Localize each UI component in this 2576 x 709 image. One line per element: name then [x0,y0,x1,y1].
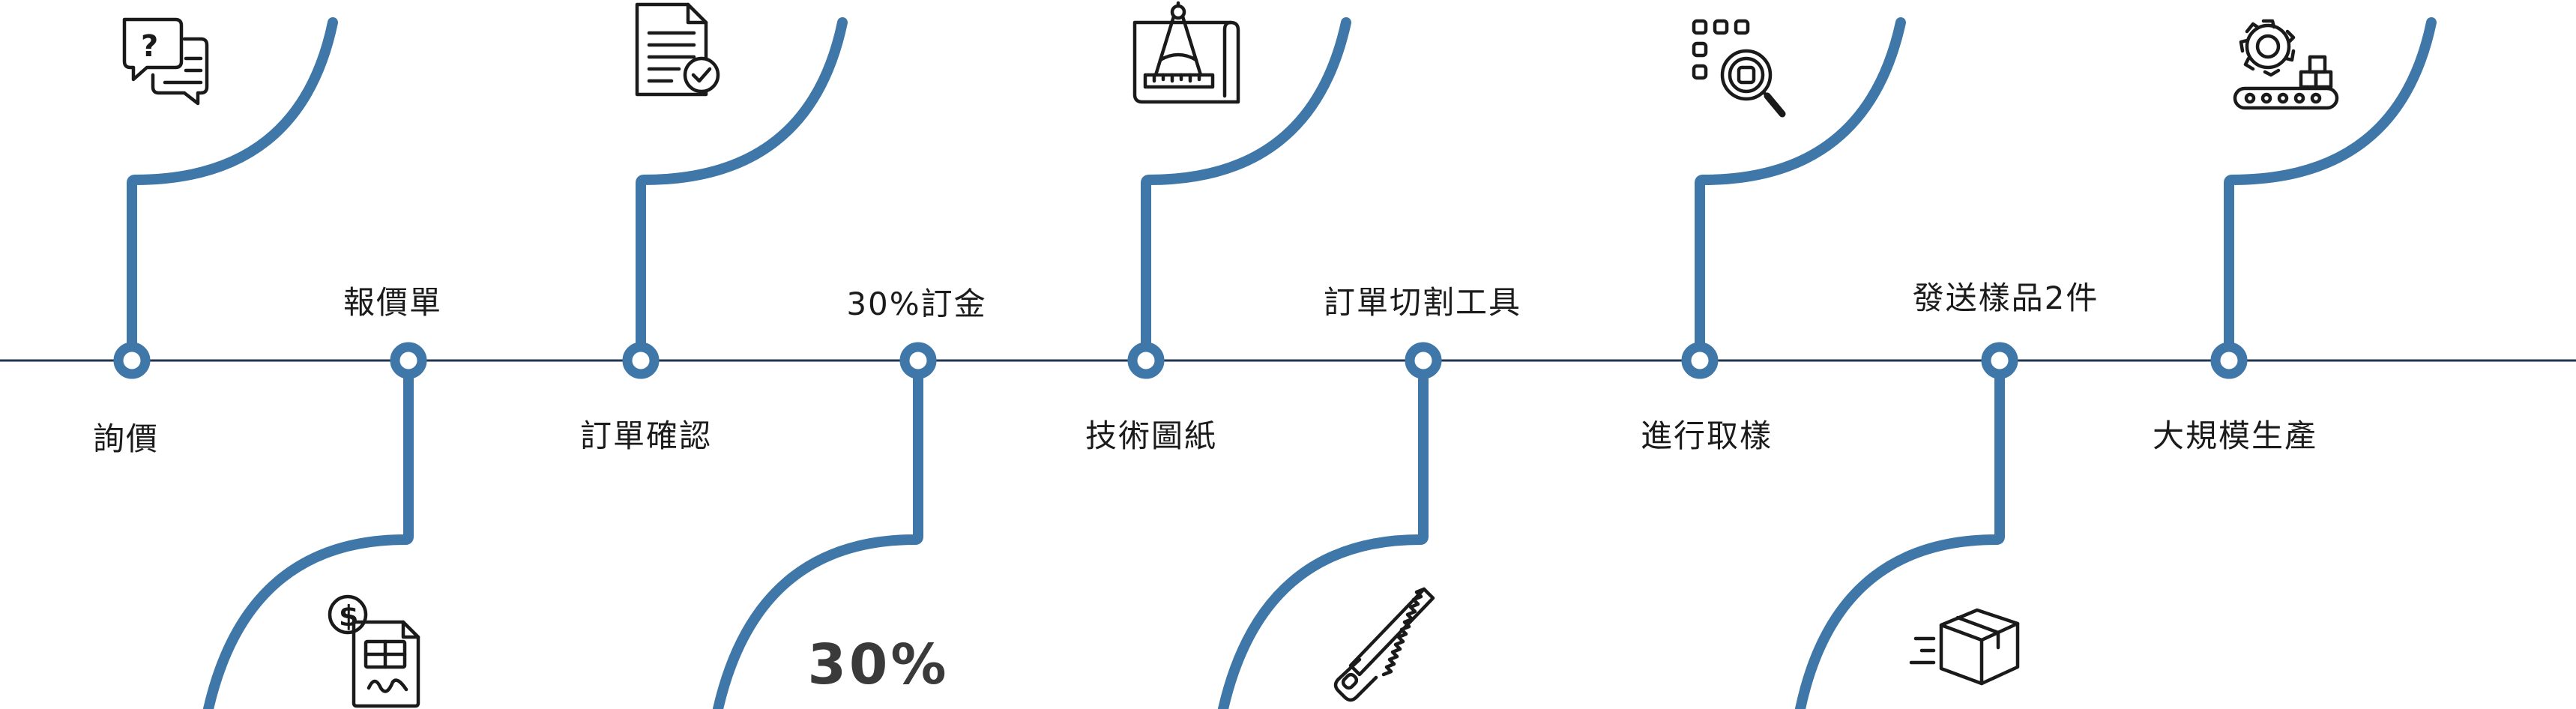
blueprint-compass-icon [1132,1,1240,104]
step-9-label: 大規模生產 [2153,417,2317,454]
step-6-node [1405,342,1442,379]
step-1-branch [127,17,338,366]
production-gear-icon [2233,19,2339,110]
step-1: 詢價 ? [93,17,338,457]
step-6: 訂單切割工具 [1218,284,1521,709]
step-6-branch [1218,355,1429,709]
step-3-node [622,342,660,379]
step-1-label: 詢價 [93,420,159,457]
shipping-box-icon [1909,608,2020,686]
step-9-branch [2224,17,2437,366]
step-6-label: 訂單切割工具 [1324,284,1521,321]
step-4-node [899,342,937,379]
invoice-dollar-icon: $ [328,594,420,708]
saw-icon [1333,587,1435,702]
svg-text:$: $ [339,600,358,633]
inspect-magnifier-icon [1692,19,1786,118]
step-3: 訂單確認 [580,2,848,454]
step-9-node [2210,342,2248,379]
percent-badge-icon: 30% [807,633,949,697]
step-9: 大規模生產 [2153,17,2437,454]
step-7: 進行取樣 [1641,17,1906,454]
step-2-node [390,342,427,379]
step-7-label: 進行取樣 [1641,417,1773,454]
step-7-branch [1695,17,1906,366]
step-8-branch [1795,355,2005,709]
step-2-label: 報價單 [343,284,442,321]
svg-text:?: ? [141,29,158,64]
step-8-label: 發送樣品2件 [1913,280,2099,316]
question-chat-icon: ? [122,17,209,106]
step-8: 發送樣品2件 [1795,280,2099,709]
step-5-branch [1141,17,1351,366]
step-2: 報價單 $ [203,284,442,709]
step-8-node [1981,342,2018,379]
step-5-label: 技術圖紙 [1085,417,1217,454]
step-4-branch [713,355,923,709]
step-2-branch [203,355,414,709]
step-1-node [113,342,151,379]
step-5-node [1127,342,1165,379]
step-7-node [1681,342,1719,379]
step-4-label: 30%訂金 [846,286,986,322]
step-3-label: 訂單確認 [580,417,712,454]
step-5: 技術圖紙 [1085,1,1351,454]
step-4: 30%訂金 30% [713,286,986,709]
document-check-icon [635,2,720,97]
step-3-branch [636,17,848,366]
